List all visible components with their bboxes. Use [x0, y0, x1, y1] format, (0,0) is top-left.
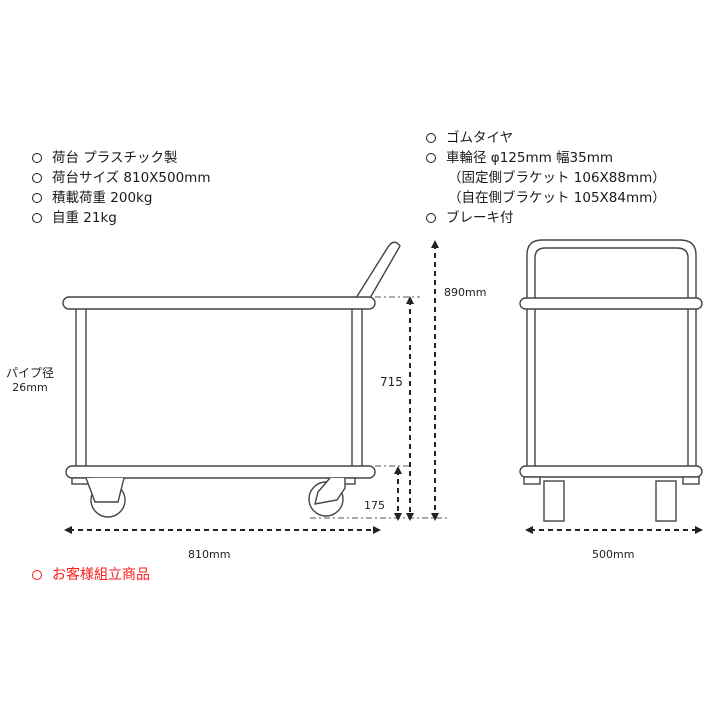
- spec-item: ゴムタイヤ: [426, 128, 666, 148]
- spec-text: 積載荷重 200kg: [52, 190, 153, 206]
- spec-list-left: 荷台 プラスチック製 荷台サイズ 810X500mm 積載荷重 200kg 自重…: [32, 148, 210, 228]
- circle-bullet-icon: [32, 570, 42, 580]
- circle-bullet-icon: [32, 153, 42, 163]
- total-height-label: 890mm: [444, 286, 487, 299]
- circle-bullet-icon: [426, 153, 436, 163]
- circle-bullet-icon: [426, 133, 436, 143]
- deck-height-label: 715: [380, 375, 403, 389]
- length-label: 810mm: [188, 548, 231, 561]
- spec-item: 自重 21kg: [32, 208, 210, 228]
- spec-item: （自在側ブラケット 105X84mm）: [426, 188, 666, 208]
- spec-text: 自重 21kg: [52, 210, 117, 226]
- circle-bullet-icon: [32, 173, 42, 183]
- spec-text: 荷台 プラスチック製: [52, 150, 178, 166]
- circle-bullet-icon: [32, 213, 42, 223]
- arrowheads: [64, 240, 703, 534]
- spec-text: 車輪径 φ125mm 幅35mm: [446, 150, 614, 166]
- notice-text: お客様組立商品: [52, 567, 150, 583]
- lower-height-label: 175: [364, 499, 385, 512]
- spec-item: 荷台 プラスチック製: [32, 148, 210, 168]
- circle-bullet-icon: [426, 213, 436, 223]
- spec-text: ゴムタイヤ: [446, 130, 514, 146]
- spec-text: ブレーキ付: [446, 210, 514, 226]
- spec-list-right: ゴムタイヤ 車輪径 φ125mm 幅35mm （固定側ブラケット 106X88m…: [426, 128, 666, 228]
- spec-text: （自在側ブラケット 105X84mm）: [448, 190, 666, 206]
- extension-lines: [310, 296, 450, 519]
- front-view: [519, 239, 703, 522]
- circle-bullet-icon: [32, 193, 42, 203]
- pipe-size-text: 26mm: [12, 381, 48, 394]
- spec-item: ブレーキ付: [426, 208, 666, 228]
- spec-item: （固定側ブラケット 106X88mm）: [426, 168, 666, 188]
- spec-item: 車輪径 φ125mm 幅35mm: [426, 148, 666, 168]
- spec-text: 荷台サイズ 810X500mm: [52, 170, 211, 186]
- pipe-diameter-label: パイプ径 26mm: [6, 364, 54, 394]
- spec-item: 荷台サイズ 810X500mm: [32, 168, 210, 188]
- spec-text: （固定側ブラケット 106X88mm）: [448, 170, 666, 186]
- spec-item: 積載荷重 200kg: [32, 188, 210, 208]
- width-label: 500mm: [592, 548, 635, 561]
- pipe-label-text: パイプ径: [6, 366, 55, 380]
- side-view: [62, 241, 401, 518]
- dimension-lines: [69, 244, 697, 531]
- assembly-notice: お客様組立商品: [32, 565, 150, 585]
